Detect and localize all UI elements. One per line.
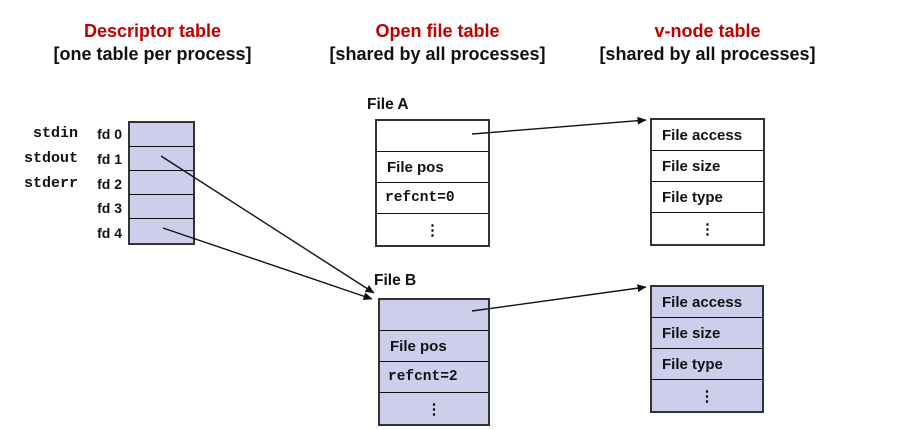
file-b-entry <box>380 300 488 331</box>
descriptor-entry-fd0 <box>130 123 193 147</box>
vnode-table-subtitle: [shared by all processes] <box>599 44 816 64</box>
descriptor-table-header: Descriptor table [one table per process] <box>10 20 295 67</box>
file-b-refcnt: refcnt=2 <box>380 362 488 393</box>
file-a-filepos: File pos <box>377 152 488 183</box>
fd4-label: fd 4 <box>97 224 122 241</box>
descriptor-entry-fd2 <box>130 171 193 195</box>
arrow-fileB-to-vnode2 <box>471 284 647 312</box>
descriptor-table-title: Descriptor table <box>83 21 222 41</box>
fd0-label: fd 0 <box>97 125 122 142</box>
arrow-fileA-to-vnode1 <box>471 116 647 135</box>
file-a-ellipsis: ⋮ <box>425 221 440 239</box>
stdout-label: stdout <box>23 150 78 167</box>
file-a-label: File A <box>367 96 409 113</box>
vnode-table-header: v-node table [shared by all processes] <box>565 20 850 67</box>
fd1-label: fd 1 <box>97 150 122 167</box>
file-a-table: File pos refcnt=0 ⋮ <box>375 119 490 247</box>
stderr-label: stderr <box>23 175 78 192</box>
descriptor-entry-fd3 <box>130 195 193 219</box>
vnode1-file-type: File type <box>652 182 763 213</box>
file-a-refcnt: refcnt=0 <box>377 183 488 214</box>
descriptor-entry-fd1 <box>130 147 193 171</box>
vnode-table-title: v-node table <box>654 21 761 41</box>
vnode2-ellipsis: ⋮ <box>699 387 715 405</box>
file-b-table: File pos refcnt=2 ⋮ <box>378 298 490 426</box>
file-b-filepos: File pos <box>380 331 488 362</box>
stdin-label: stdin <box>32 125 78 142</box>
vnode2-file-size: File size <box>652 318 762 349</box>
descriptor-table <box>128 121 195 245</box>
vnode1-file-size: File size <box>652 151 763 182</box>
descriptor-table-subtitle: [one table per process] <box>53 44 252 64</box>
vnode1-file-access: File access <box>652 120 763 151</box>
vnode-table-1: File access File size File type ⋮ <box>650 118 765 246</box>
file-a-entry <box>377 121 488 152</box>
open-file-table-header: Open file table [shared by all processes… <box>295 20 580 67</box>
open-file-table-subtitle: [shared by all processes] <box>329 44 546 64</box>
vnode2-file-access: File access <box>652 287 762 318</box>
descriptor-entry-fd4 <box>130 219 193 243</box>
vnode2-file-type: File type <box>652 349 762 380</box>
fd3-label: fd 3 <box>97 199 122 216</box>
open-file-table-title: Open file table <box>375 21 500 41</box>
vnode-table-2: File access File size File type ⋮ <box>650 285 764 413</box>
file-b-ellipsis: ⋮ <box>426 400 442 418</box>
fd2-label: fd 2 <box>97 175 122 192</box>
vnode1-ellipsis: ⋮ <box>700 220 715 238</box>
file-b-label: File B <box>374 272 417 289</box>
